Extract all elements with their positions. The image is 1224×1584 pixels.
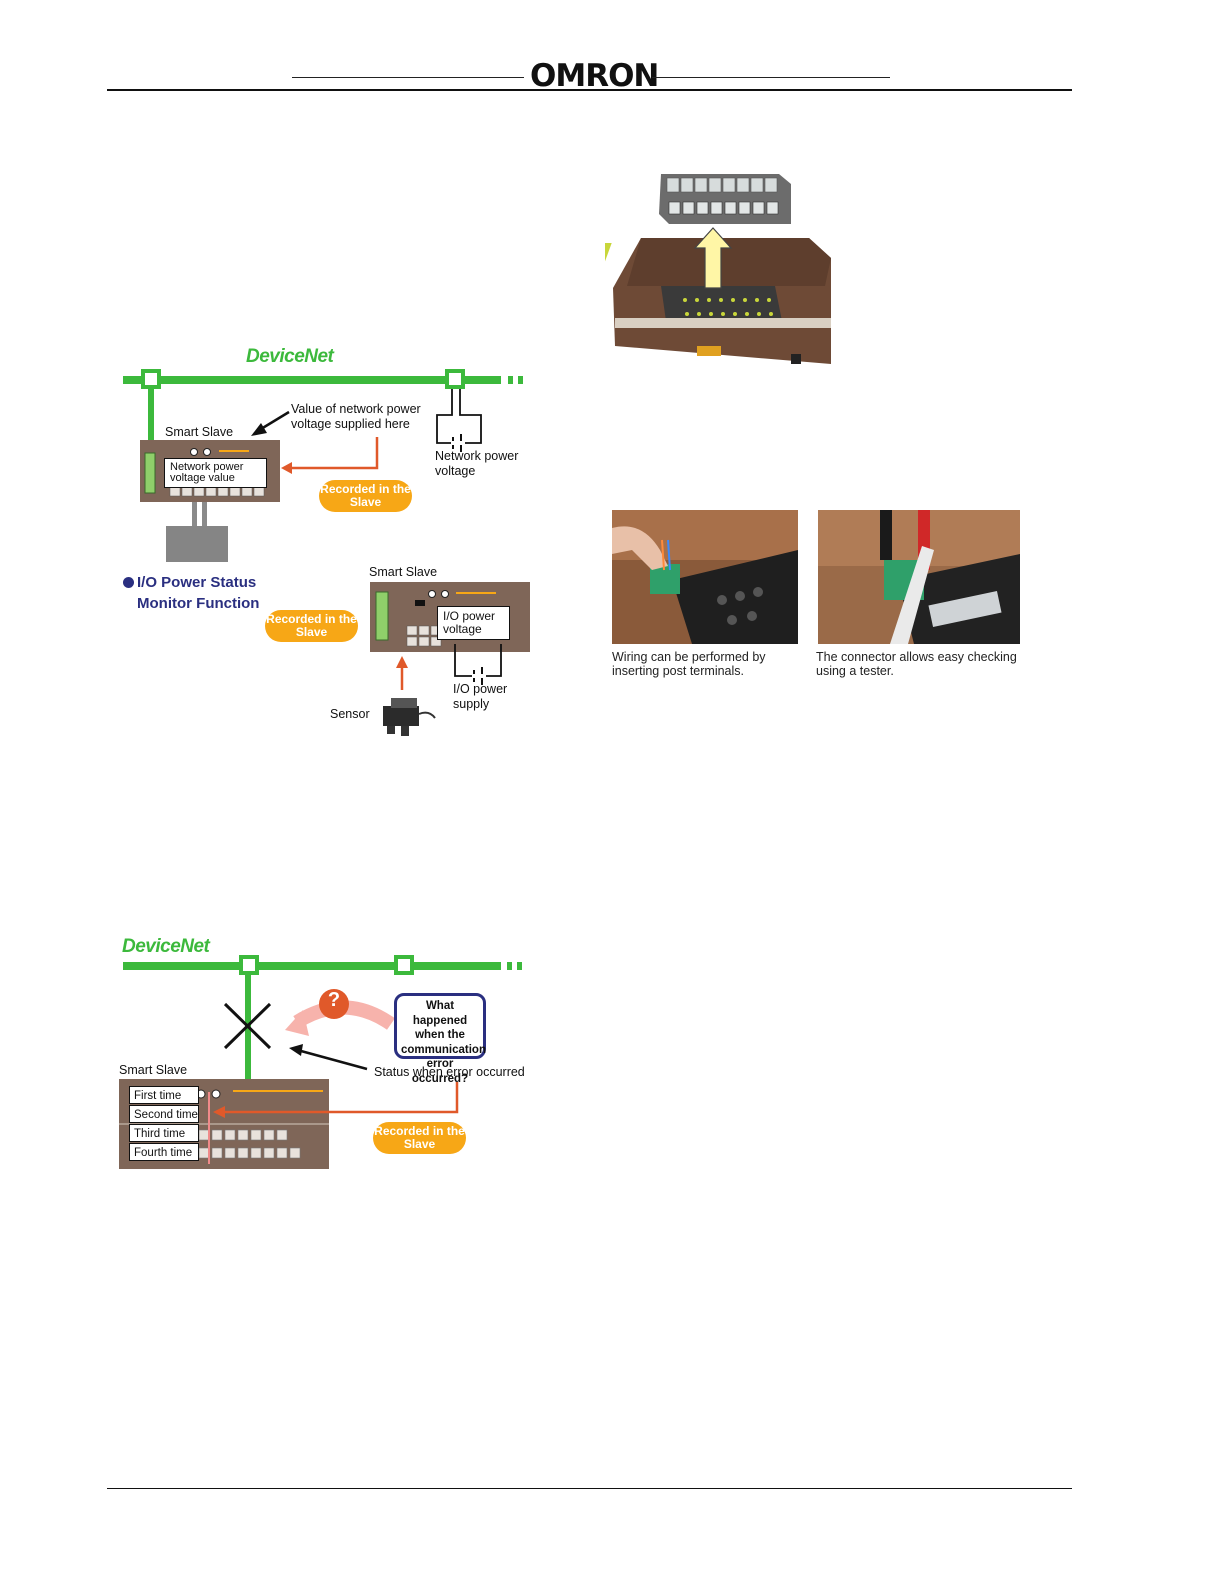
devicenet-logo: DeviceNet — [246, 346, 334, 367]
network-power-value-box: Network power voltage value — [164, 458, 267, 488]
tap-box-left — [141, 369, 161, 389]
connector-removal-photo — [605, 174, 831, 364]
tester-photo — [818, 510, 1020, 644]
trunk-dash-1 — [508, 376, 513, 384]
io-power-voltage-box: I/O power voltage — [437, 606, 510, 640]
wiring-photo — [612, 510, 798, 644]
bullet-dot — [123, 577, 134, 588]
header-line-left — [292, 77, 524, 78]
io-power-heading: I/O Power Status Monitor Function — [137, 574, 260, 612]
tester-photo-caption: The connector allows easy checking using… — [816, 650, 1017, 678]
wiring-photo-caption: Wiring can be performed by inserting pos… — [612, 650, 766, 678]
sensor-label: Sensor — [330, 707, 370, 721]
question-circle — [319, 989, 349, 1019]
smart-slave-label-2: Smart Slave — [369, 565, 438, 579]
smart-slave-label-1: Smart Slave — [165, 425, 234, 439]
slave-stand — [166, 526, 228, 562]
network-power-graphic — [123, 369, 523, 562]
network-trunk-line-2 — [123, 962, 501, 970]
footer-rule — [107, 1488, 1072, 1489]
recorded-badge-2: Recorded in the Slave — [265, 610, 358, 642]
network-trunk-line — [123, 376, 501, 384]
history-third-time: Third time — [129, 1124, 199, 1142]
header-line-right — [652, 77, 890, 78]
removal-arrow — [693, 227, 733, 289]
network-power-voltage-label: Network power voltage — [435, 449, 519, 478]
smart-slave-label-3: Smart Slave — [119, 1063, 188, 1077]
header-rule — [107, 89, 1072, 91]
recorded-badge-1: Recorded in the Slave — [319, 480, 412, 512]
recorded-arrow-1 — [290, 437, 379, 470]
history-first-time: First time — [129, 1086, 199, 1104]
question-mark: ? — [327, 989, 341, 1011]
power-supply-circuit — [436, 389, 482, 444]
status-arrow — [300, 1049, 368, 1071]
omron-logo: OMRON — [530, 58, 659, 94]
sensor-graphic — [383, 698, 436, 736]
callout-arrow — [260, 410, 290, 431]
history-fourth-time: Fourth time — [129, 1143, 199, 1161]
tap-box-2a — [239, 955, 259, 975]
history-second-time: Second time — [129, 1105, 199, 1123]
network-power-callout: Value of network power voltage supplied … — [291, 402, 421, 431]
devicenet-logo-2: DeviceNet — [122, 936, 210, 957]
tap-box-2b — [394, 955, 414, 975]
recorded-arrow-3 — [223, 1082, 459, 1114]
recorded-badge-3: Recorded in the Slave — [373, 1122, 466, 1154]
tap-box-right — [445, 369, 465, 389]
io-power-supply-label: I/O power supply — [453, 682, 508, 711]
error-question-bubble: What happened when the communication err… — [394, 993, 486, 1085]
trunk-dash-2 — [518, 376, 523, 384]
status-when-error-label: Status when error occurred — [374, 1065, 525, 1079]
